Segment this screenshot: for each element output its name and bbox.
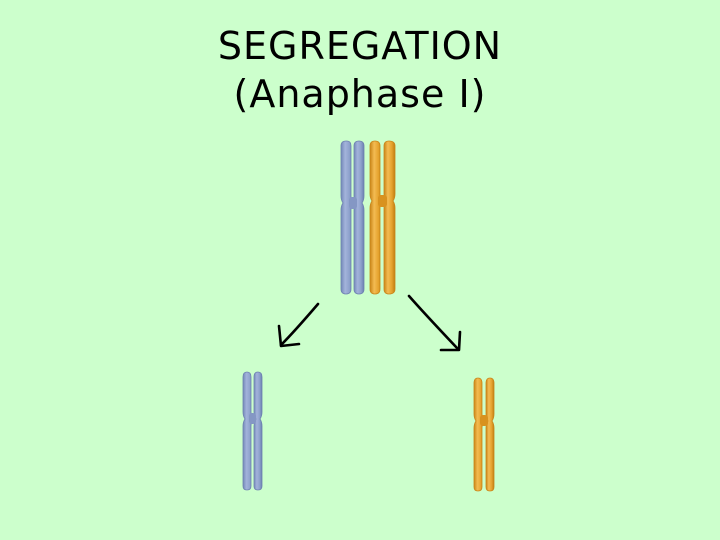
chromosome-orange-bottom <box>473 377 495 492</box>
slide-title: SEGREGATION (Anaphase I) <box>0 22 720 118</box>
title-line-2: (Anaphase I) <box>233 72 487 116</box>
paired-chromosomes <box>340 140 396 295</box>
arrow-left-down <box>277 302 320 348</box>
chromosome-blue-top <box>340 140 365 295</box>
chromosome-orange-top <box>369 140 396 295</box>
chromosome-blue-bottom <box>242 371 263 491</box>
title-line-1: SEGREGATION <box>217 24 503 68</box>
arrow-right-down <box>407 294 462 352</box>
